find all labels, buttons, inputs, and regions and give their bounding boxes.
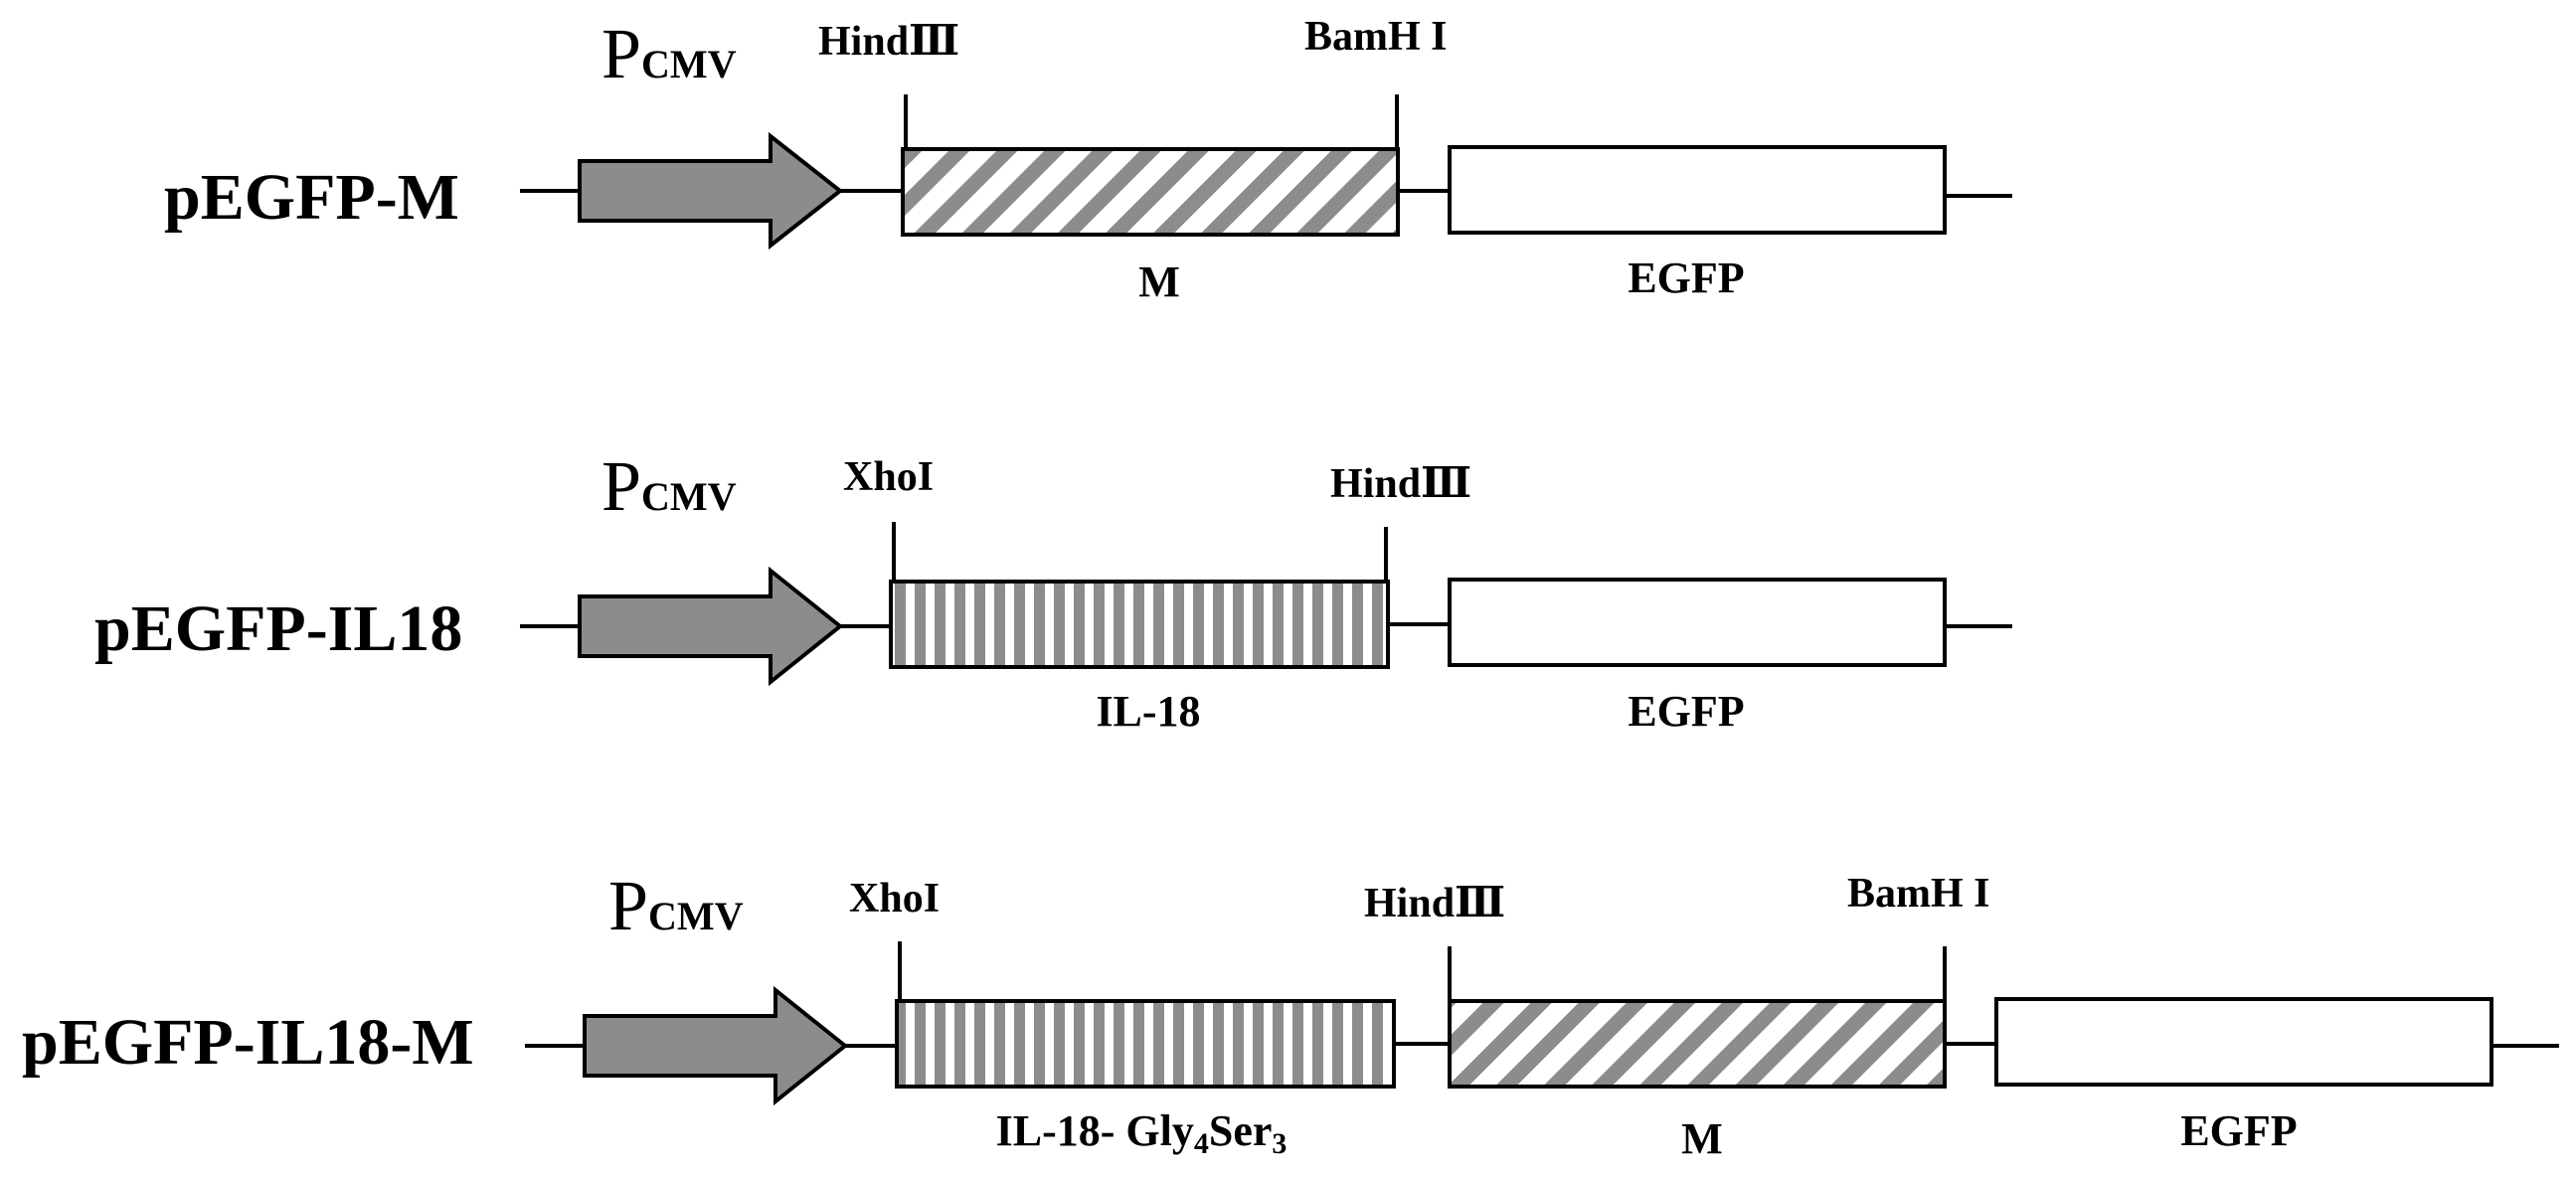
svg-text:PCMV: PCMV [608,866,744,945]
construct-name: pEGFP-IL18-M [22,1006,474,1079]
svg-text:PCMV: PCMV [601,14,737,93]
site-label-hindiii: HindⅢ [1364,881,1505,926]
site-label-xhoi: XhoI [849,876,940,922]
promoter-label: PCMV [601,14,737,93]
gene-box-m [1448,999,1947,1089]
gene-box-il18 [889,580,1390,669]
gene-label-m: M [1681,1114,1723,1163]
promoter-label: PCMV [601,446,737,526]
gene-label-egfp: EGFP [1628,687,1744,736]
site-label-bamhi: BamH I [1304,14,1448,60]
construct-name: pEGFP-M [164,161,459,234]
gene-box-il18-linker [895,999,1396,1089]
site-label-bamhi: BamH I [1847,871,1990,917]
cmv-promoter-arrow [578,566,844,687]
construct-pegfp-m: pEGFP-M PCMV HindⅢ BamH I M EGFP [164,14,2012,306]
gene-label-m: M [1138,257,1180,306]
construct-pegfp-il18: pEGFP-IL18 PCMV XhoI HindⅢ IL-18 EGFP [94,446,2012,736]
promoter-label: PCMV [608,866,744,945]
gene-box-egfp [1994,997,2493,1087]
gene-label-il18-gly4ser3: IL-18- Gly4Ser3 [996,1106,1288,1160]
site-label-xhoi: XhoI [843,454,934,500]
gene-box-egfp [1448,145,1947,235]
gene-label-egfp: EGFP [1628,253,1744,302]
gene-label-il18: IL-18 [1096,687,1200,736]
gene-box-m [901,147,1400,237]
site-label-hindiii: HindⅢ [1330,461,1471,507]
site-label-hindiii: HindⅢ [818,19,959,65]
construct-name: pEGFP-IL18 [94,592,462,665]
gene-label-egfp: EGFP [2180,1106,2297,1155]
cmv-promoter-arrow [583,985,849,1106]
gene-box-egfp [1448,578,1947,667]
svg-text:PCMV: PCMV [601,446,737,526]
construct-pegfp-il18-m: pEGFP-IL18-M PCMV XhoI HindⅢ BamH I IL-1… [22,866,2559,1163]
cmv-promoter-arrow [578,131,844,251]
